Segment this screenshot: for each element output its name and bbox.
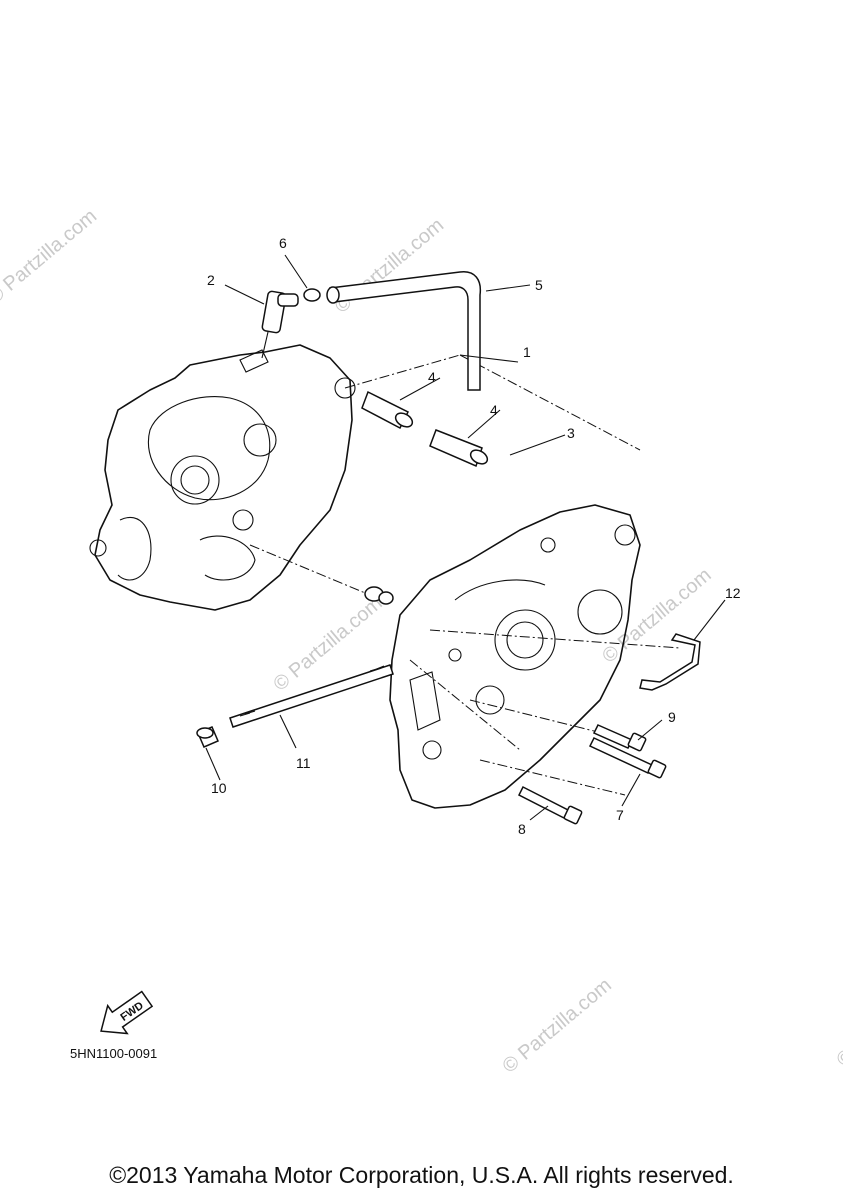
fwd-arrow-icon: FWD <box>100 990 154 1035</box>
alignment-lines <box>249 354 681 796</box>
callout-5: 5 <box>535 277 543 293</box>
callout-11: 11 <box>296 755 311 771</box>
watermark: © Partzilla.com <box>331 214 448 317</box>
callout-12: 12 <box>725 585 741 601</box>
watermark: © Partzilla.com <box>833 968 843 1071</box>
leader-lines <box>205 254 726 821</box>
callout-9: 9 <box>668 709 676 725</box>
collar <box>364 586 394 605</box>
callout-4: 4 <box>428 369 436 385</box>
dowel-pin-upper <box>361 390 414 430</box>
breather-fitting <box>261 290 299 359</box>
watermark-group: © Partzilla.com © Partzilla.com © Partzi… <box>0 205 843 1078</box>
callout-10: 10 <box>211 780 227 796</box>
callout-labels: 1 2 3 4 4 5 6 7 8 9 10 11 12 <box>207 235 741 837</box>
callout-1: 1 <box>523 344 531 360</box>
callout-3: 3 <box>567 425 575 441</box>
watermark: © Partzilla.com <box>498 974 615 1077</box>
left-crankcase <box>89 344 356 611</box>
hose-clip <box>303 288 321 302</box>
bolt-medium <box>517 785 583 825</box>
right-crankcase <box>389 504 641 809</box>
callout-2: 2 <box>207 272 215 288</box>
bolt-long <box>588 737 667 779</box>
dowel-pin-lower <box>429 429 489 468</box>
bracket <box>639 633 701 691</box>
callout-7: 7 <box>616 807 624 823</box>
diagram-reference-code: 5HN1100-0091 <box>70 1046 158 1061</box>
stud-bolt <box>229 664 394 728</box>
copyright-notice: ©2013 Yamaha Motor Corporation, U.S.A. A… <box>109 1162 734 1188</box>
breather-hose <box>326 271 482 391</box>
callout-8: 8 <box>518 821 526 837</box>
callout-4: 4 <box>490 402 498 418</box>
watermark: © Partzilla.com <box>0 205 101 308</box>
nut <box>196 726 219 748</box>
callout-6: 6 <box>279 235 287 251</box>
